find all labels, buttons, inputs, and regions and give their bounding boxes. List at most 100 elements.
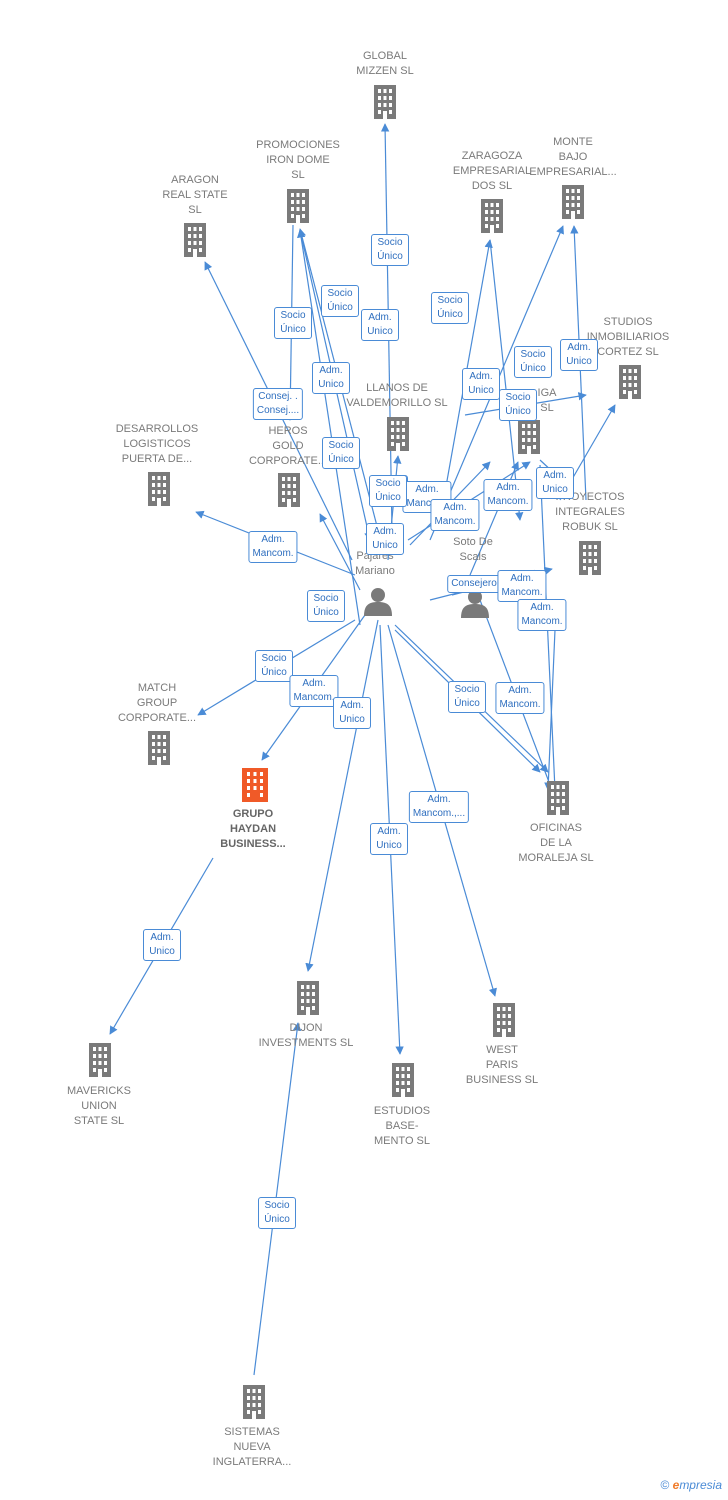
building-icon[interactable] [297,981,319,1015]
node-label-line: DOS SL [471,180,513,192]
node-label-line: EMPRESARIAL... [529,166,617,178]
relation-text: Adm. [567,342,591,353]
node-label-line: HAYDAN [229,823,277,835]
building-icon[interactable] [481,199,503,233]
building-icon[interactable] [518,420,540,454]
relation-badge[interactable]: Adm.Mancom. [430,499,480,531]
relation-badge[interactable]: Adm.Unico [312,362,350,394]
node-label-line: REAL STATE [162,189,228,201]
building-icon[interactable] [148,731,170,765]
node-label-line: GLOBAL [362,50,408,62]
relation-text: Mancom. [252,548,294,559]
building-icon[interactable] [184,223,206,257]
relation-badge[interactable]: Adm.Unico [560,339,598,371]
relation-badge[interactable]: Adm.Unico [366,523,404,555]
building-icon[interactable] [392,1063,414,1097]
relation-badge[interactable]: Consej. .Consej.... [252,388,304,420]
relation-badge[interactable]: Adm.Mancom. [248,531,298,563]
building-icon[interactable] [287,189,309,223]
relation-text: Único [264,1214,290,1225]
building-icon[interactable] [579,541,601,575]
node-label-line: INMOBILIARIOS [586,331,670,343]
person-icon[interactable] [364,588,392,616]
relation-text: Mancom. [499,699,541,710]
node-label-line: BUSINESS SL [465,1074,539,1086]
building-icon-highlighted[interactable] [242,768,268,802]
building-icon[interactable] [547,781,569,815]
relation-text: Unico [468,385,494,396]
building-icon[interactable] [278,473,300,507]
building-icon[interactable] [387,417,409,451]
relation-text: Único [377,251,403,262]
relation-badge[interactable]: Adm.Unico [361,309,399,341]
relation-badge[interactable]: Adm.Unico [536,467,574,499]
relation-badge[interactable]: Adm.Unico [333,697,371,729]
building-icon[interactable] [493,1003,515,1037]
relation-badge[interactable]: Adm.Mancom. [495,682,545,714]
relation-text: Único [261,667,287,678]
relation-badge[interactable]: Adm.Mancom. [483,479,533,511]
footer-brand[interactable]: © empresia [660,1478,722,1492]
relation-text: Socio [280,310,306,321]
relation-badge[interactable]: Adm.Mancom.,... [408,791,470,823]
relation-text: Único [437,309,463,320]
relation-text: Socio [327,288,353,299]
building-icon[interactable] [374,85,396,119]
relation-badge[interactable]: Adm.Mancom. [517,599,567,631]
relation-text: Unico [339,714,365,725]
node-label-line: PROMOCIONES [256,139,340,151]
brand-logo-e: e [672,1478,680,1492]
relation-badge[interactable]: Adm.Mancom. [497,570,547,602]
node-label-line: SL [188,204,202,216]
person-icon[interactable] [461,590,489,618]
relation-text: Único [505,406,531,417]
relation-badge[interactable]: Adm.Mancom. [289,675,339,707]
copyright-symbol: © [660,1478,670,1492]
node-label-line: ROBUK SL [562,521,618,533]
relation-badge[interactable]: Consejero [447,575,501,593]
building-icon[interactable] [562,185,584,219]
relation-badge[interactable]: Adm.Unico [370,823,408,855]
building-icon[interactable] [89,1043,111,1077]
building-icon[interactable] [619,365,641,399]
building-icon[interactable] [243,1385,265,1419]
relation-badge[interactable]: Adm.Unico [143,929,181,961]
building-icon[interactable] [148,472,170,506]
relation-text: Único [454,698,480,709]
relation-badge[interactable]: Adm.Unico [462,368,500,400]
relation-text: Único [520,363,546,374]
relation-text: Adm. [302,678,326,689]
